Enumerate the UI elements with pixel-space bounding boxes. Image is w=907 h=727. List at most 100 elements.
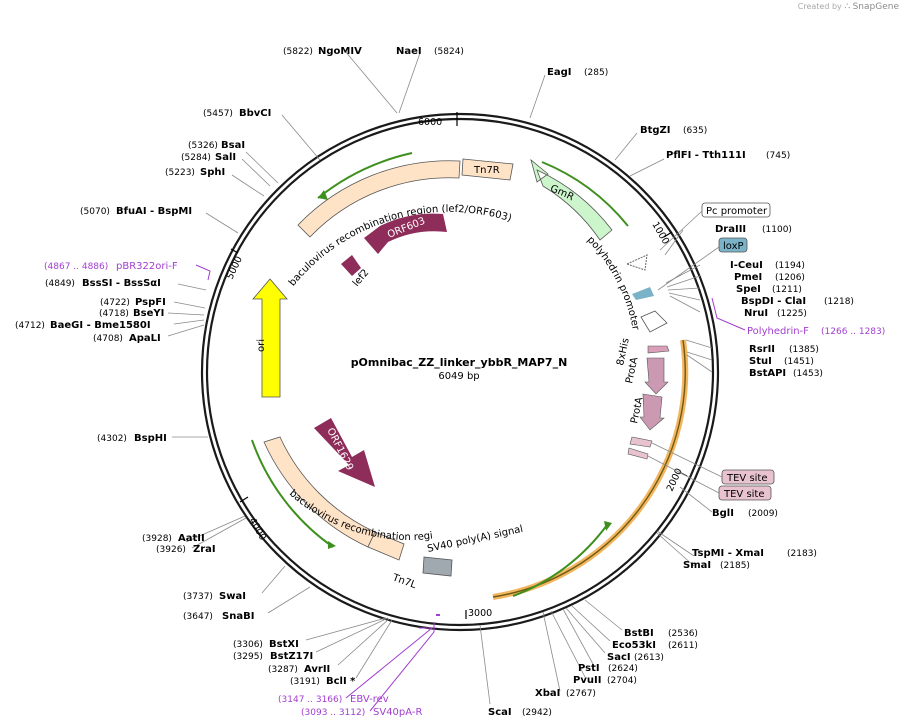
plasmid-name: pOmnibac_ZZ_linker_ybbR_MAP7_N — [351, 356, 568, 369]
site-zrai[interactable]: ZraI — [193, 544, 216, 555]
site-bcli-pos: (3191) — [290, 677, 320, 687]
site-saci[interactable]: SacI — [607, 652, 631, 663]
site-bfuai-bspmi[interactable]: BfuAI - BspMI — [116, 206, 192, 217]
lower-orf-arrowhead — [604, 521, 612, 531]
site-smai-pos: (2185) — [720, 561, 750, 571]
site-xbai-pos: (2767) — [566, 689, 596, 699]
site-pspfi[interactable]: PspFI — [135, 297, 166, 308]
tev-site-box-label-1[interactable]: TEV site — [726, 473, 768, 484]
orf1629-feature[interactable] — [314, 418, 375, 487]
site-stui[interactable]: StuI — [749, 356, 772, 367]
ori-label: ori — [256, 339, 267, 352]
site-eco53ki-pos: (2611) — [668, 641, 698, 651]
site-aatii[interactable]: AatII — [178, 533, 205, 544]
site-bsphi-pos: (4302) — [97, 434, 127, 444]
site-draiii[interactable]: DraIII — [715, 224, 746, 235]
snapgene-logo-icon: ∴ — [844, 2, 851, 12]
orf1629-orf-line — [251, 439, 334, 548]
pc-promoter-box-label[interactable]: Pc promoter — [706, 206, 768, 217]
pc-promoter-feature[interactable] — [625, 254, 648, 271]
lef2-feature[interactable] — [341, 255, 361, 276]
site-bsai-pos: (5326) — [188, 141, 218, 151]
site-stui-pos: (1451) — [784, 357, 814, 367]
site-bbvci-pos: (5457) — [203, 109, 233, 119]
tn7r-feature[interactable] — [461, 158, 514, 181]
site-i-ceui[interactable]: I-CeuI — [730, 260, 763, 271]
site-smai[interactable]: SmaI — [683, 560, 711, 571]
site-bspdi-clai[interactable]: BspDI - ClaI — [741, 296, 806, 307]
primer-polyhedrin-f[interactable]: Polyhedrin-F — [747, 326, 809, 337]
ori-feature[interactable] — [252, 278, 288, 398]
site-scai[interactable]: ScaI — [488, 707, 512, 718]
tev-site-feature-1[interactable] — [629, 436, 653, 448]
site-apali[interactable]: ApaLI — [129, 333, 161, 344]
site-bseyi-pos: (4718) — [99, 309, 129, 319]
tick-label-3000: 3000 — [468, 608, 492, 619]
loxp-feature[interactable] — [632, 287, 654, 300]
tick-5000 — [230, 248, 239, 254]
site-bsai[interactable]: BsaI — [221, 140, 245, 151]
site-bstbi[interactable]: BstBI — [624, 628, 654, 639]
site-rsrii[interactable]: RsrII — [749, 344, 775, 355]
site-avrii[interactable]: AvrII — [304, 664, 330, 675]
site-tspmi-xmai[interactable]: TspMI - XmaI — [692, 548, 764, 559]
loxp-box — [718, 237, 748, 253]
site-scai-pos: (2942) — [522, 708, 552, 718]
tick-label-4000: 4000 — [246, 516, 268, 542]
primer-ebv-rev[interactable]: EBV-rev — [350, 694, 389, 705]
prota-feature-1[interactable] — [644, 357, 669, 395]
site-pmei[interactable]: PmeI — [734, 272, 762, 283]
site-sali[interactable]: SalI — [215, 152, 236, 163]
site-psti[interactable]: PstI — [578, 663, 600, 674]
site-bgli[interactable]: BglI — [712, 508, 734, 519]
backbone-outer-ring — [200, 112, 720, 632]
site-snabi-pos: (3647) — [183, 612, 213, 622]
site-bbvci[interactable]: BbvCI — [239, 108, 271, 119]
site-snabi[interactable]: SnaBI — [222, 611, 254, 622]
site-bsphi[interactable]: BspHI — [134, 433, 167, 444]
site-pvuii[interactable]: PvuII — [573, 675, 601, 686]
site-eco53ki[interactable]: Eco53kI — [612, 640, 656, 651]
site-btgzi[interactable]: BtgZI — [640, 125, 671, 136]
site-swai-pos: (3737) — [183, 592, 213, 602]
site-nrui[interactable]: NruI — [744, 308, 768, 319]
polyhedrin-promoter-feature[interactable] — [640, 310, 668, 333]
site-ngomiv[interactable]: NgoMIV — [318, 46, 362, 57]
site-bstz17i[interactable]: BstZ17I — [270, 651, 313, 662]
site-draiii-pos: (1100) — [762, 225, 792, 235]
site-baegi-bme1580i[interactable]: BaeGI - Bme1580I — [50, 320, 151, 331]
site-bsssi[interactable]: BssSI - BssSαI — [82, 278, 161, 289]
site-sali-pos: (5284) — [181, 153, 211, 163]
site-bcli[interactable]: BclI * — [326, 676, 356, 687]
gmr-feature[interactable] — [530, 158, 613, 241]
site-pflfi-tth111i[interactable]: PflFI - Tth111I — [666, 150, 746, 161]
site-sphi[interactable]: SphI — [200, 167, 225, 178]
primer-sv40pa-r[interactable]: SV40pA-R — [373, 707, 422, 718]
recombination-orf-line — [317, 152, 413, 199]
site-bstapi-pos: (1453) — [793, 369, 823, 379]
orf-arrowhead — [318, 190, 328, 200]
site-bstapi[interactable]: BstAPI — [749, 368, 786, 379]
recombination-region-lef2-feature[interactable] — [297, 160, 461, 238]
sv40-polya-feature[interactable] — [422, 556, 453, 577]
site-naei[interactable]: NaeI — [396, 46, 422, 57]
site-bstxi[interactable]: BstXI — [269, 639, 299, 650]
tn7l-feature[interactable] — [367, 531, 405, 561]
site-swai[interactable]: SwaI — [219, 591, 246, 602]
polyhedrin-promoter-label: polyhedrin promoter — [585, 234, 641, 331]
orf603-feature[interactable] — [364, 213, 447, 254]
site-eagi[interactable]: EagI — [547, 67, 571, 78]
site-xbai[interactable]: XbaI — [535, 688, 560, 699]
primer-pbr322ori-f[interactable]: pBR322ori-F — [116, 261, 178, 272]
site-psti-pos: (2624) — [608, 664, 638, 674]
loxp-box-label[interactable]: loxP — [723, 241, 744, 252]
tev-site-box-label-2[interactable]: TEV site — [723, 489, 765, 500]
site-bstxi-pos: (3306) — [233, 640, 263, 650]
site-spei[interactable]: SpeI — [736, 284, 761, 295]
his-tag-feature[interactable] — [647, 345, 670, 354]
site-bseyi[interactable]: BseYI — [133, 308, 164, 319]
site-bgli-pos: (2009) — [748, 509, 778, 519]
tev-site-feature-2[interactable] — [627, 447, 649, 460]
tn7l-label: Tn7L — [390, 572, 418, 591]
prota-feature-2[interactable] — [639, 393, 665, 431]
